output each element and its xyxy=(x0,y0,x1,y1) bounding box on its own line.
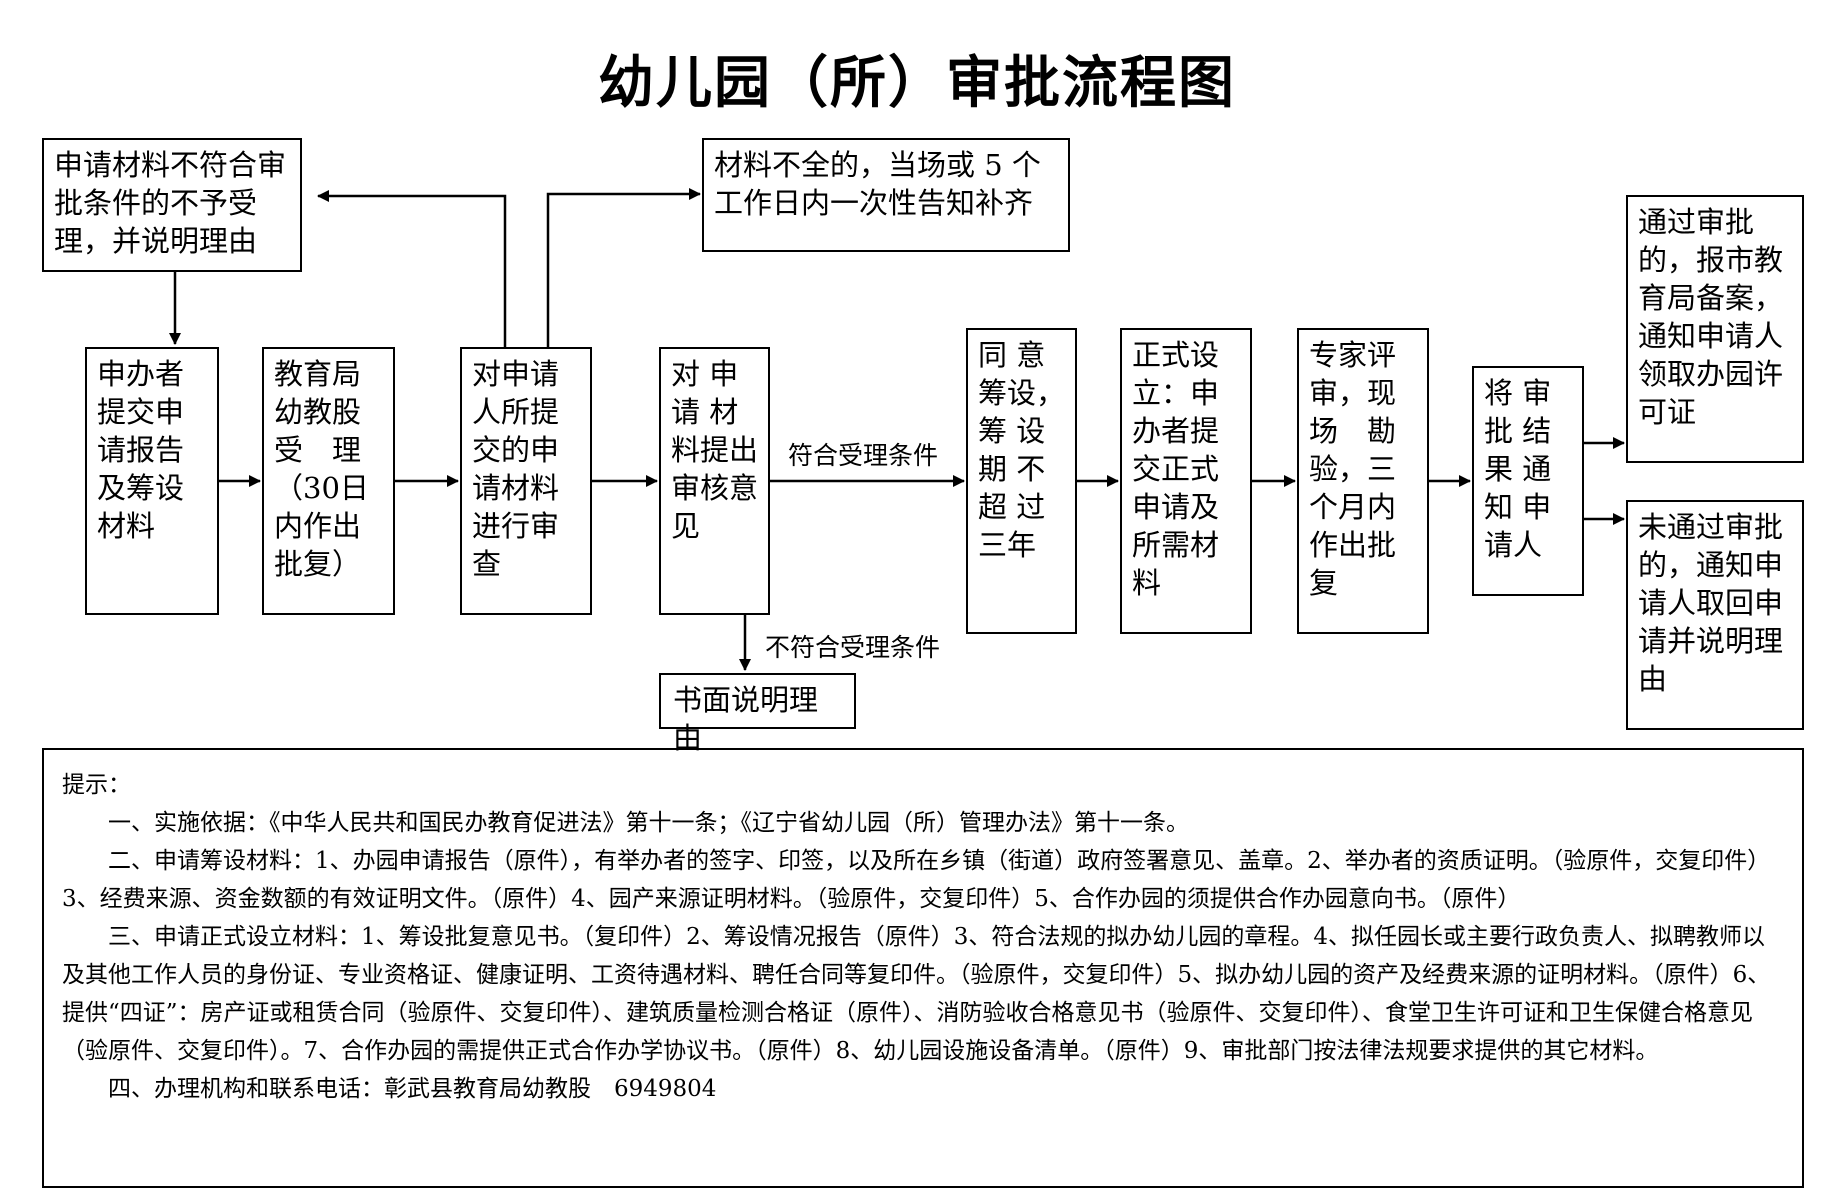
accept-box: 教育局幼教股受 理（30日内作出批复） xyxy=(262,347,395,615)
approve-prep-box: 同 意筹设，筹 设期 不超 过三年 xyxy=(966,328,1077,634)
reject-text: 申请材料不符合审批条件的不予受理，并说明理由 xyxy=(54,148,287,258)
note-item: 一、实施依据：《中华人民共和国民办教育促进法》第十一条；《辽宁省幼儿园（所）管理… xyxy=(108,810,1189,836)
incomplete-box: 材料不全的，当场或 5 个工作日内一次性告知补齐 xyxy=(702,138,1070,252)
written-box: 书面说明理由 xyxy=(659,673,856,755)
failed-box: 未通过审批的，通知申请人取回申请并说明理由 xyxy=(1626,500,1804,730)
not-meets-label: 不符合受理条件 xyxy=(765,633,941,662)
review-text: 对申请人所提交的申请材料进行审查 xyxy=(472,357,560,581)
page-title: 幼儿园（所）审批流程图 xyxy=(598,51,1236,116)
accept-text: 教育局幼教股受 理（30日内作出批复） xyxy=(274,357,369,581)
opinion-text: 对 申请 材料提出 审核意见 xyxy=(671,357,768,543)
note-item: 二、申请筹设材料：1、办园申请报告（原件），有举办者的签字、印签，以及所在乡镇（… xyxy=(62,848,1771,912)
submit-text: 申办者提交申请报告及筹设材料 xyxy=(97,357,185,543)
approve-prep-text: 同 意筹设，筹 设期 不超 过三年 xyxy=(978,338,1066,562)
note-item: 三、申请正式设立材料：1、筹设批复意见书。（复印件）2、筹设情况报告（原件）3、… xyxy=(62,924,1771,1064)
arrow-review-to-incomplete xyxy=(546,188,701,348)
review-box: 对申请人所提交的申请材料进行审查 xyxy=(460,347,592,615)
failed-text: 未通过审批的，通知申请人取回申请并说明理由 xyxy=(1638,510,1784,696)
passed-box: 通过审批的，报市教育局备案，通知申请人领取办园许可证 xyxy=(1626,195,1804,463)
passed-text: 通过审批的，报市教育局备案，通知申请人领取办园许可证 xyxy=(1638,205,1784,429)
incomplete-text: 材料不全的，当场或 5 个工作日内一次性告知补齐 xyxy=(714,148,1041,220)
expert-box: 专家评审，现场 勘验，三个月内作出批复 xyxy=(1297,328,1429,634)
notify-box: 将 审批 结果 通知 申请人 xyxy=(1472,366,1584,596)
arrow-review-to-reject xyxy=(317,190,507,348)
formal-text: 正式设立：申办者提交正式申请及所需材料 xyxy=(1132,338,1220,600)
reject-box: 申请材料不符合审批条件的不予受理，并说明理由 xyxy=(42,138,302,272)
notes-heading: 提示： xyxy=(62,772,131,798)
note-item: 四、办理机构和联系电话：彰武县教育局幼教股 6949804 xyxy=(108,1076,717,1102)
notes-panel: 提示： 一、实施依据：《中华人民共和国民办教育促进法》第十一条；《辽宁省幼儿园（… xyxy=(42,748,1804,1188)
expert-text: 专家评审，现场 勘验，三个月内作出批复 xyxy=(1309,338,1397,600)
opinion-box: 对 申请 材料提出 审核意见 xyxy=(659,347,770,615)
notify-text: 将 审批 结果 通知 申请人 xyxy=(1484,376,1552,562)
meets-label: 符合受理条件 xyxy=(788,441,939,470)
submit-box: 申办者提交申请报告及筹设材料 xyxy=(85,347,219,615)
written-text: 书面说明理由 xyxy=(673,683,819,755)
formal-box: 正式设立：申办者提交正式申请及所需材料 xyxy=(1120,328,1252,634)
